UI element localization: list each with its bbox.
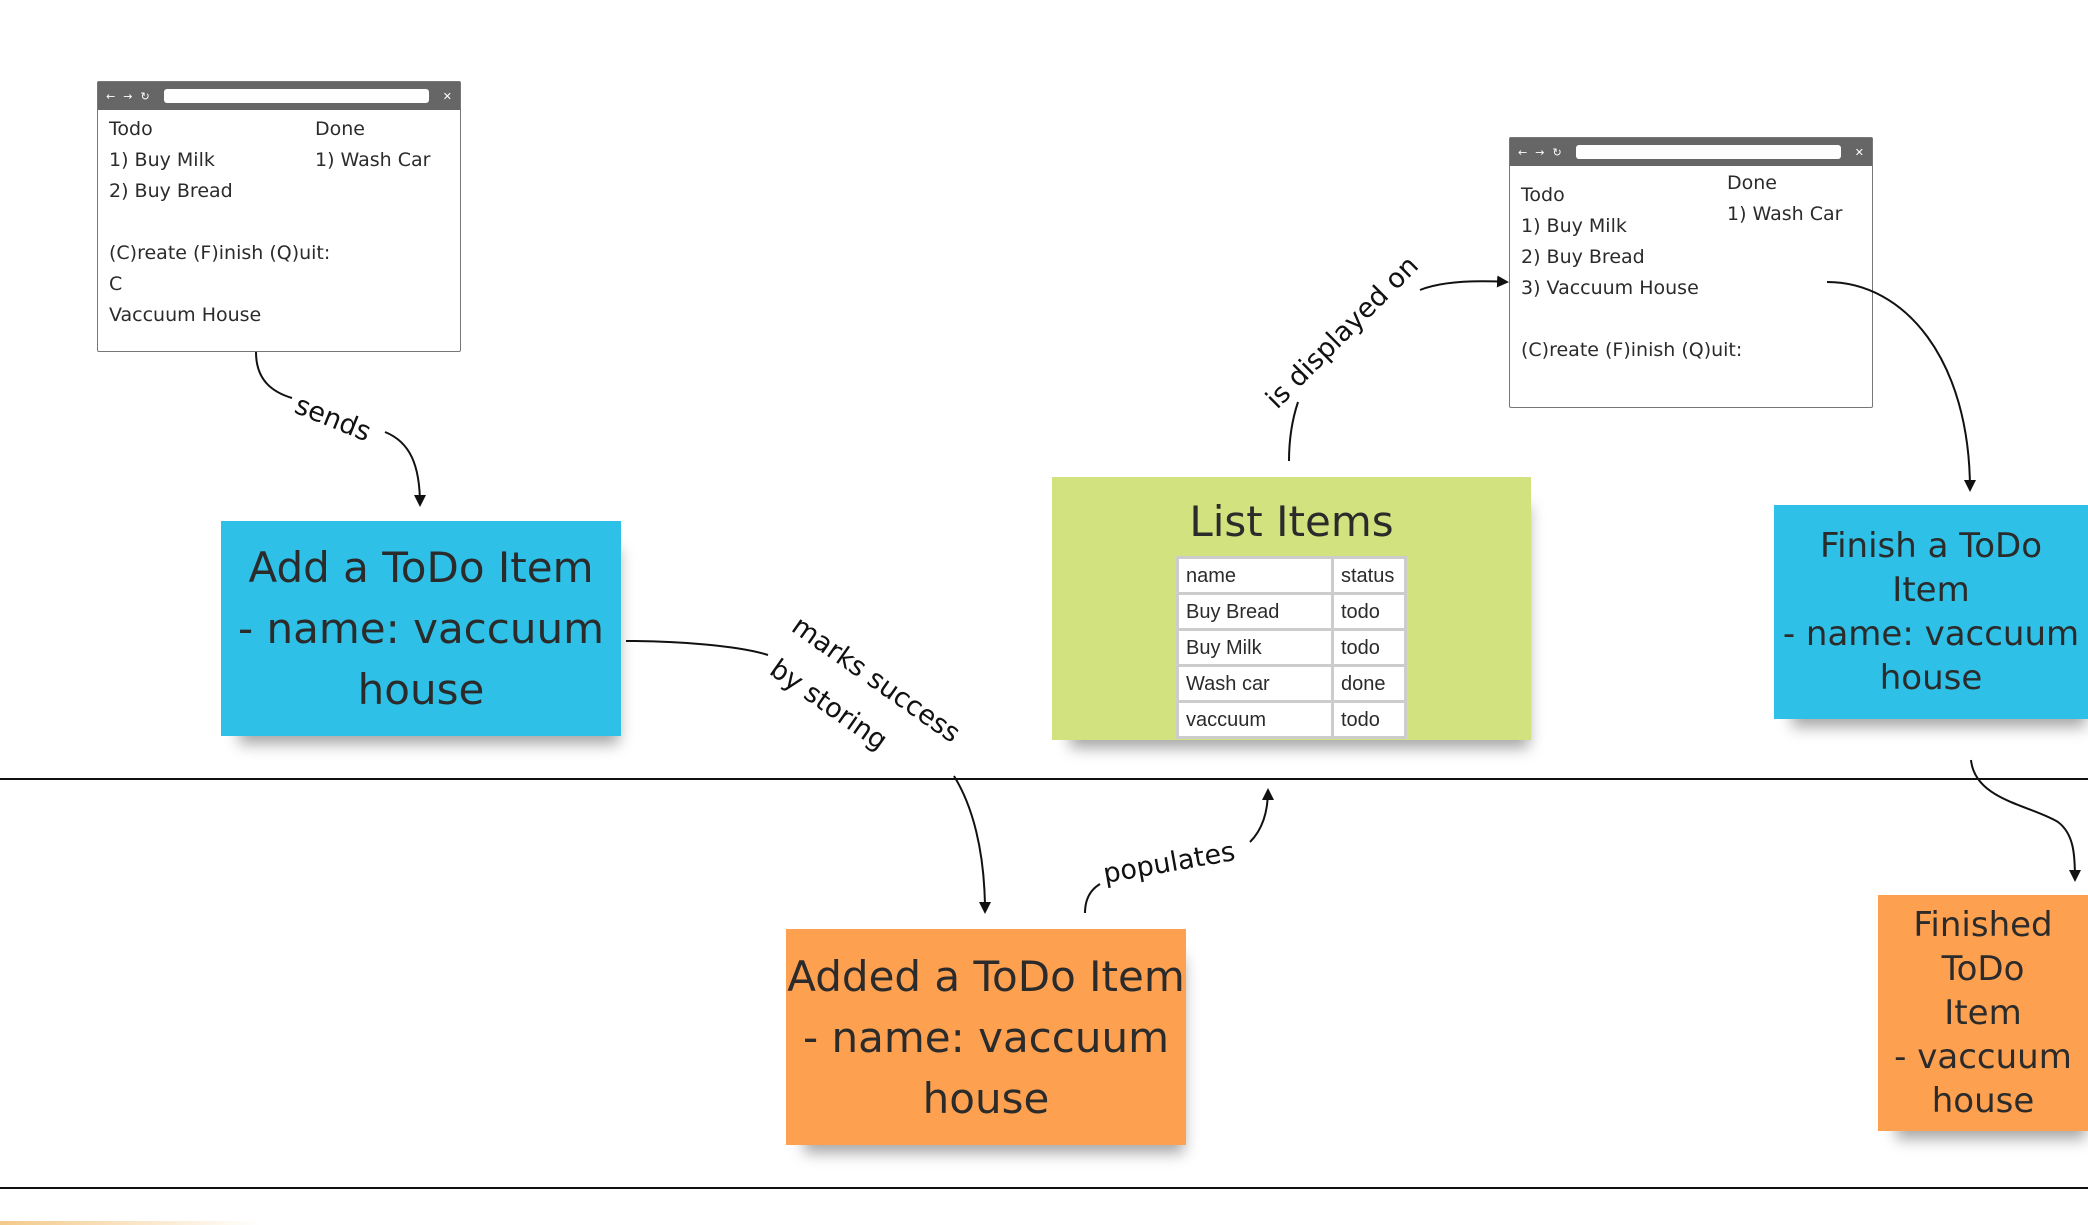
done-header: Done bbox=[315, 118, 365, 140]
arrow-sends bbox=[384, 431, 426, 507]
arrow-to-finish bbox=[1826, 281, 1976, 492]
cell: todo bbox=[1334, 703, 1404, 736]
arrow-populates bbox=[1084, 883, 1101, 914]
done-header: Done bbox=[1727, 172, 1777, 194]
note-line: house bbox=[357, 665, 485, 714]
todo-item: 1) Buy Milk bbox=[109, 149, 215, 171]
note-title: List Items bbox=[1189, 497, 1394, 546]
header-cell: name bbox=[1179, 559, 1331, 592]
note-line: - name: vaccuum bbox=[1782, 614, 2080, 654]
cell: Wash car bbox=[1179, 667, 1331, 700]
cell: Buy Bread bbox=[1179, 595, 1331, 628]
done-item: 1) Wash Car bbox=[315, 149, 431, 171]
close-icon[interactable]: ✕ bbox=[1854, 145, 1864, 159]
arrow-sends bbox=[255, 351, 293, 399]
input-line: C bbox=[109, 273, 123, 295]
forward-arrow-icon[interactable]: → bbox=[1535, 145, 1545, 159]
label-populates: populates bbox=[1101, 836, 1238, 890]
arrow-to-finished bbox=[1970, 759, 2081, 882]
todo-item: 2) Buy Bread bbox=[1521, 246, 1645, 268]
browser-toolbar: ← → ↻ ✕ bbox=[1510, 138, 1872, 166]
back-arrow-icon[interactable]: ← bbox=[1518, 145, 1528, 159]
todo-header: Todo bbox=[1521, 184, 1565, 206]
note-line: Added a ToDo Item bbox=[787, 951, 1185, 1001]
note-line: - name: vaccuum bbox=[802, 1012, 1170, 1062]
browser-toolbar: ← → ↻ ✕ bbox=[98, 82, 460, 110]
decorative-strip bbox=[0, 1221, 260, 1225]
swimlane-divider bbox=[0, 1187, 2088, 1189]
header-cell: status bbox=[1334, 559, 1404, 592]
address-bar[interactable] bbox=[163, 89, 429, 103]
todo-item: 1) Buy Milk bbox=[1521, 215, 1627, 237]
back-arrow-icon[interactable]: ← bbox=[106, 89, 116, 103]
cell: vaccuum bbox=[1179, 703, 1331, 736]
label-sends: sends bbox=[290, 390, 375, 448]
input-line: Vaccuum House bbox=[109, 304, 262, 326]
event-note-added-todo: Added a ToDo Item - name: vaccuum house bbox=[786, 929, 1186, 1145]
note-line: Item bbox=[1944, 993, 2022, 1033]
cell: todo bbox=[1334, 631, 1404, 664]
note-line: - name: vaccuum bbox=[237, 604, 605, 653]
note-line: Finished ToDo bbox=[1913, 905, 2053, 989]
cell: Buy Milk bbox=[1179, 631, 1331, 664]
note-line: house bbox=[922, 1073, 1050, 1123]
event-note-finished-todo: Finished ToDo Item - vaccuum house bbox=[1878, 895, 2088, 1131]
note-line: - vaccuum house bbox=[1894, 1037, 2072, 1121]
done-item: 1) Wash Car bbox=[1727, 203, 1843, 225]
arrow-marks-success bbox=[625, 640, 769, 656]
todo-item: 2) Buy Bread bbox=[109, 180, 233, 202]
address-bar[interactable] bbox=[1575, 145, 1841, 159]
refresh-icon[interactable]: ↻ bbox=[140, 89, 150, 103]
prompt: (C)reate (F)inish (Q)uit: bbox=[109, 242, 331, 264]
arrow-is-displayed-on bbox=[1419, 275, 1509, 291]
label-is-displayed-on: is displayed on bbox=[1260, 250, 1425, 415]
prompt: (C)reate (F)inish (Q)uit: bbox=[1521, 339, 1743, 361]
command-note-finish-todo: Finish a ToDo Item - name: vaccuum house bbox=[1774, 505, 2088, 719]
arrow-marks-success bbox=[953, 775, 991, 914]
close-icon[interactable]: ✕ bbox=[442, 89, 452, 103]
cell: todo bbox=[1334, 595, 1404, 628]
browser-window-create: ← → ↻ ✕ Todo 1) Buy Milk 2) Buy Bread (C)r… bbox=[97, 81, 461, 352]
note-line: Add a ToDo Item bbox=[248, 543, 594, 592]
browser-window-list: ← → ↻ ✕ Todo 1) Buy Milk 2) Buy Bread 3) V… bbox=[1509, 137, 1873, 408]
swimlane-divider bbox=[0, 778, 2088, 780]
refresh-icon[interactable]: ↻ bbox=[1552, 145, 1562, 159]
forward-arrow-icon[interactable]: → bbox=[123, 89, 133, 103]
note-line: house bbox=[1879, 658, 1983, 698]
arrow-populates bbox=[1249, 788, 1274, 843]
arrow-is-displayed-on bbox=[1288, 401, 1299, 462]
note-line: Finish a ToDo Item bbox=[1819, 526, 2042, 610]
cell: done bbox=[1334, 667, 1404, 700]
todo-header: Todo bbox=[109, 118, 153, 140]
command-note-add-todo: Add a ToDo Item - name: vaccuum house bbox=[221, 521, 621, 736]
todo-item: 3) Vaccuum House bbox=[1521, 277, 1699, 299]
